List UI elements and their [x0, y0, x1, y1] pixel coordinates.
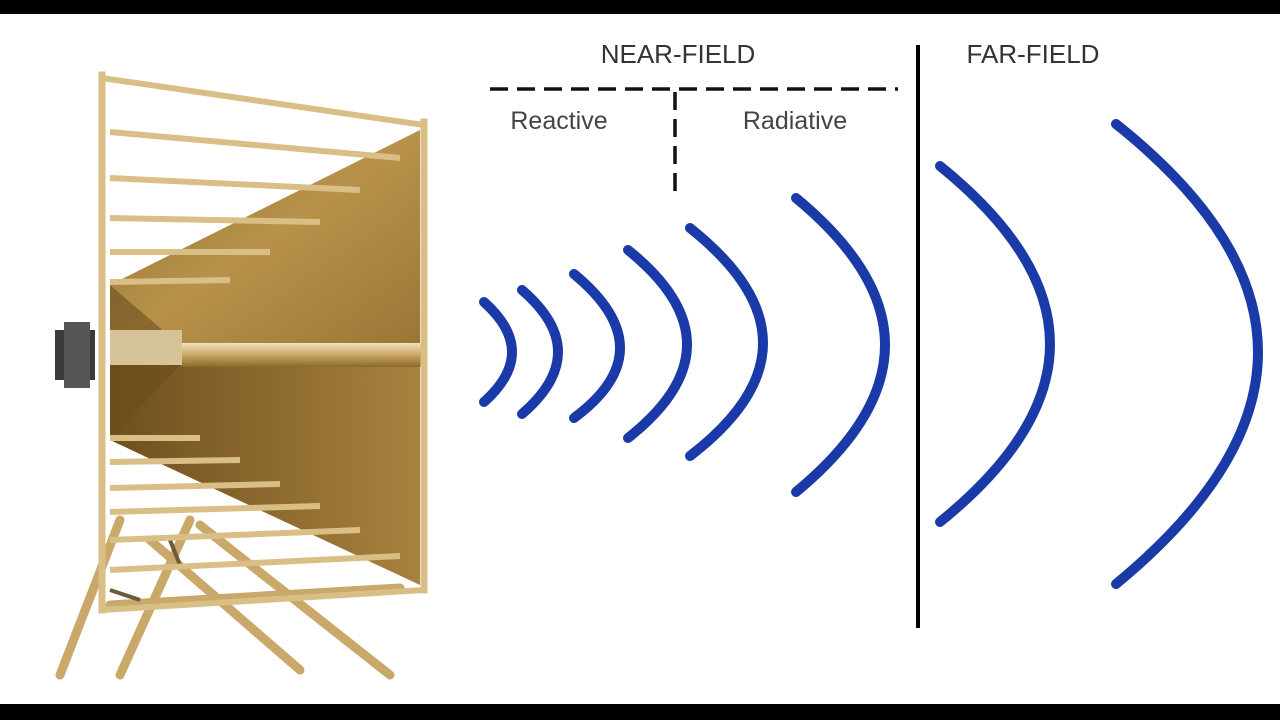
near-field-label: NEAR-FIELD [601, 39, 756, 69]
horn-antenna-icon [55, 71, 428, 680]
wavefront-arc-icon [623, 245, 692, 443]
wavefront-arc-icon [517, 285, 563, 419]
wavefront-arc-icon [935, 161, 1055, 527]
wavefront-arc-icon [791, 193, 890, 497]
far-field-label: FAR-FIELD [967, 39, 1100, 69]
wavefront-arc-icon [479, 297, 517, 407]
wavefront-arc-icon [685, 223, 768, 461]
radiative-label: Radiative [743, 107, 847, 135]
wavefront-arc-icon [1111, 119, 1263, 589]
horn-upper-plate [110, 130, 420, 345]
reactive-label: Reactive [510, 107, 607, 135]
wavefront-arc-icon [569, 269, 625, 423]
wavefronts [479, 119, 1263, 589]
horn-ridge [180, 343, 422, 367]
